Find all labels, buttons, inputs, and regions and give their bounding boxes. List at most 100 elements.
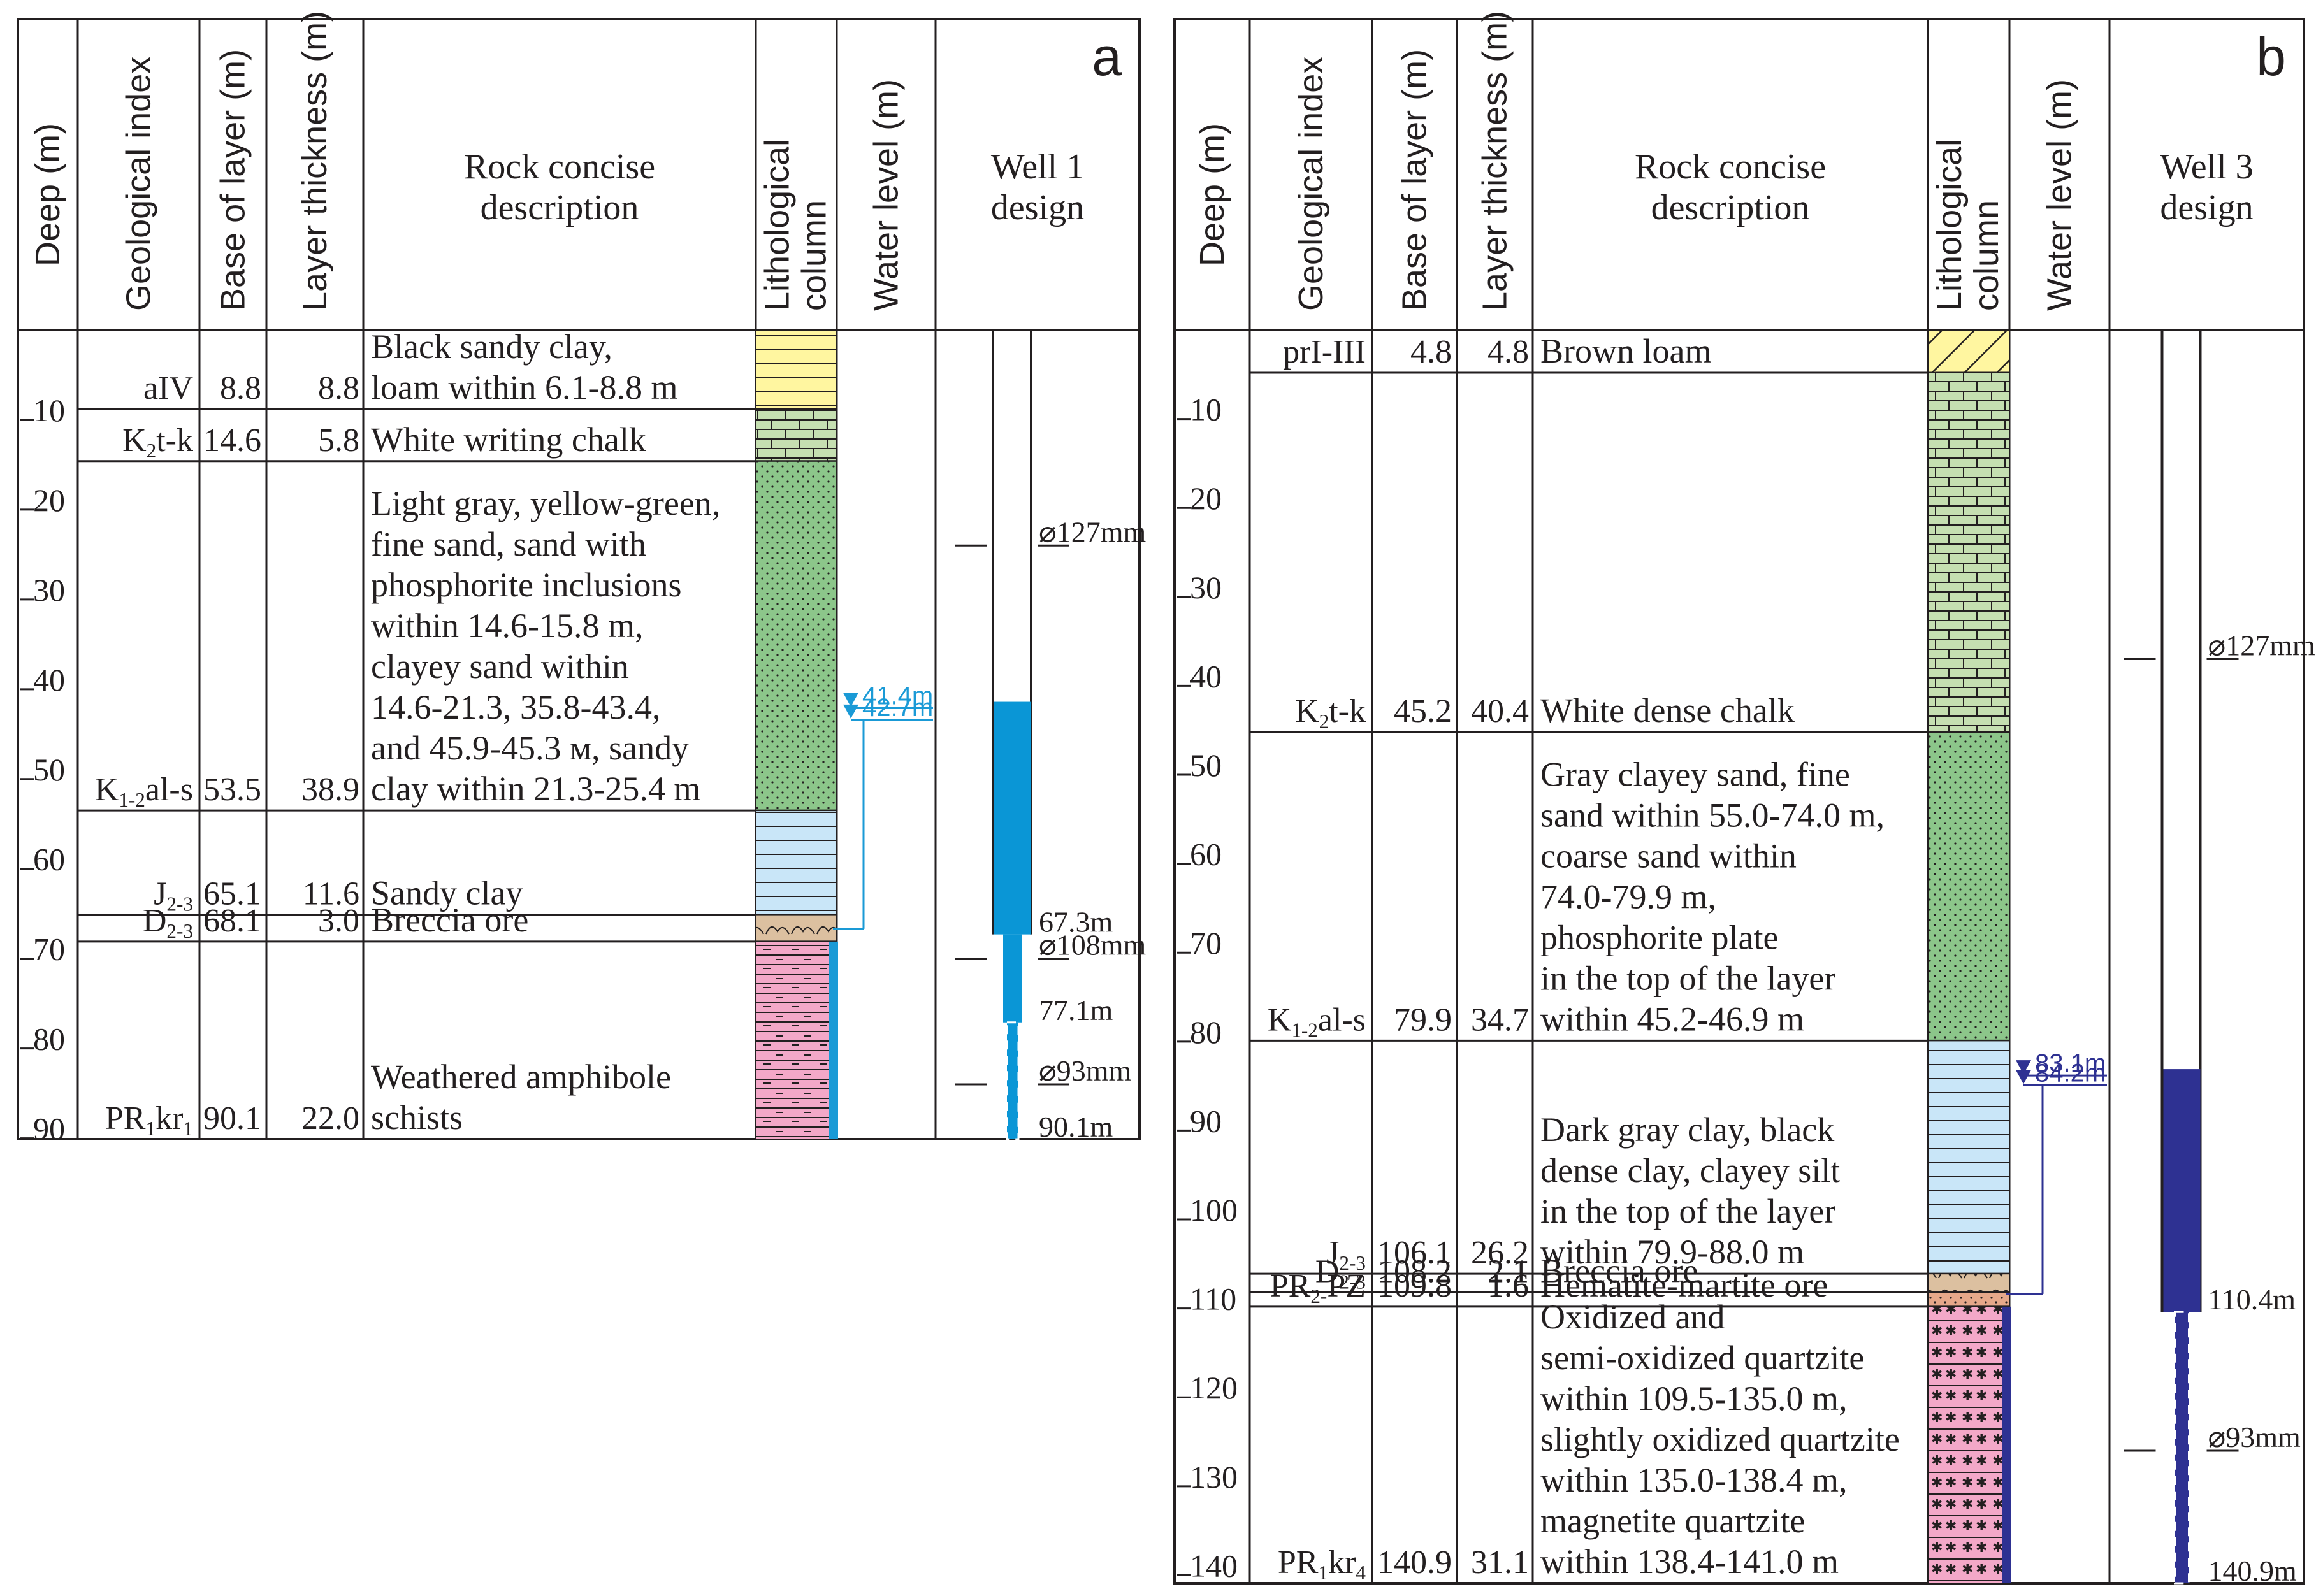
header-base-of-layer: Base of layer (m) (1396, 49, 1434, 311)
layer-base-value: 53.5 (203, 772, 261, 808)
lithology-chalk (755, 408, 837, 462)
water-level-marker (2016, 1070, 2031, 1084)
layer-base-value: 68.1 (203, 903, 261, 939)
header-water-level: Water level (m) (2041, 79, 2079, 311)
header-description: description (481, 188, 639, 227)
layer-description: White dense chalk (1540, 691, 1795, 730)
well-diameter-label: ⌀93mm (1039, 1054, 1131, 1087)
water-level-label: 42.7m (862, 694, 933, 722)
panel-frame (17, 18, 1141, 1140)
panel-letter: a (1092, 27, 1122, 87)
lithology-chalk (1927, 372, 2010, 733)
layer-description: Dark gray clay, black (1540, 1111, 1834, 1149)
geological-index: PR1kr4 (1278, 1544, 1366, 1584)
layer-description: Light gray, yellow-green, (371, 484, 720, 522)
layer-thickness-value: 34.7 (1471, 1002, 1529, 1038)
depth-tick-label: 70 (1190, 925, 1222, 961)
depth-tick-label: 120 (1190, 1370, 1238, 1405)
layer-thickness-value: 4.8 (1487, 334, 1529, 370)
water-level-label: 83.1m (2035, 1049, 2106, 1077)
layer-description: Oxidized and (1540, 1298, 1725, 1336)
geological-index: K1-2al-s (1268, 1002, 1366, 1041)
depth-tick-label: 70 (33, 931, 65, 967)
layer-description: Hematite-martite ore (1540, 1266, 1828, 1304)
lithology-hematite (1927, 1291, 2010, 1307)
header-lithology: column (795, 200, 834, 311)
aquifer-bar (2002, 1306, 2011, 1583)
layer-description: loam within 6.1-8.8 m (371, 368, 677, 406)
header-well-design: design (2160, 188, 2253, 227)
geological-index: K2t-k (122, 422, 193, 462)
layer-description: within 109.5-135.0 m, (1540, 1379, 1848, 1418)
header-lithology: Lithological (758, 139, 797, 311)
layer-description: within 138.4-141.0 m (1540, 1542, 1839, 1581)
well-diameter-label: ⌀127mm (1039, 515, 1146, 548)
water-level-marker (843, 693, 858, 707)
layer-base-value: 65.1 (203, 876, 261, 912)
well-depth-label: 77.1m (1039, 994, 1113, 1026)
layer-description: phosphorite inclusions (371, 566, 681, 604)
lithology-sand (755, 460, 837, 812)
layer-base-value: 90.1 (203, 1100, 261, 1137)
layer-description: in the top of the layer (1540, 959, 1835, 997)
layer-description: Sandy clay (371, 874, 523, 912)
geological-index: PR2-PZ (1270, 1268, 1366, 1307)
layer-description: in the top of the layer (1540, 1192, 1835, 1230)
layer-description: 14.6-21.3, 35.8-43.4, (371, 688, 660, 726)
layer-description: Weathered amphibole (371, 1058, 671, 1096)
layer-thickness-value: 2.1 (1487, 1253, 1529, 1290)
water-level-label: 41.4m (862, 682, 933, 710)
layer-base-value: 79.9 (1394, 1002, 1452, 1038)
well-depth-label: 67.3m (1039, 906, 1113, 938)
layer-description: clay within 21.3-25.4 m (371, 770, 700, 808)
lithology-breccia (1927, 1273, 2010, 1293)
layer-description: slightly oxidized quartzite (1540, 1420, 1900, 1458)
aquifer-bar (829, 941, 838, 1139)
open-hole-93 (2174, 1311, 2190, 1585)
layer-description: schists (371, 1098, 463, 1137)
header-lithology: column (1967, 200, 2006, 311)
panel-frame (1173, 18, 2305, 1585)
layer-base-value: 45.2 (1394, 693, 1452, 730)
layer-base-value: 106.1 (1377, 1235, 1452, 1271)
depth-tick-label: 40 (1190, 658, 1222, 694)
well-diameter-label: ⌀127mm (2208, 629, 2315, 662)
layer-description: phosphorite plate (1540, 918, 1778, 956)
water-level-label: 84.2m (2035, 1059, 2106, 1087)
header-well-design: Well 3 (2160, 147, 2253, 187)
layer-base-value: 14.6 (203, 422, 261, 459)
depth-tick-label: 10 (1190, 392, 1222, 428)
layer-description: White writing chalk (371, 421, 646, 459)
layer-thickness-value: 5.8 (318, 422, 359, 459)
header-geological-index: Geological index (1292, 57, 1330, 311)
layer-description: dense clay, clayey silt (1540, 1151, 1840, 1190)
layer-description: Brown loam (1540, 332, 1711, 370)
layer-description: within 79.9-88.0 m (1540, 1233, 1804, 1271)
depth-tick-label: 20 (33, 482, 65, 518)
header-description: Rock concise (1635, 147, 1826, 187)
depth-tick-label: 30 (33, 572, 65, 608)
layer-base-value: 140.9 (1377, 1544, 1452, 1581)
header-layer-thickness: Layer thickness (m) (296, 11, 334, 311)
layer-description: magnetite quartzite (1540, 1502, 1805, 1540)
well-depth-label: 140.9m (2208, 1555, 2298, 1587)
layer-base-value: 108.2 (1377, 1253, 1452, 1290)
layer-base-value: 4.8 (1410, 334, 1452, 370)
layer-thickness-value: 38.9 (301, 772, 359, 808)
header-base-of-layer: Base of layer (m) (214, 49, 252, 311)
layer-description: Breccia ore (371, 901, 528, 939)
depth-tick-label: 80 (1190, 1014, 1222, 1050)
layer-description: and 45.9-45.3 м, sandy (371, 729, 689, 767)
well-depth-label: 110.4m (2208, 1283, 2296, 1316)
layer-thickness-value: 8.8 (318, 370, 359, 406)
geological-index: PR1kr1 (105, 1100, 193, 1140)
geological-index: K1-2al-s (95, 772, 193, 811)
geological-index: J2-3 (1326, 1235, 1366, 1274)
depth-tick-label: 140 (1190, 1548, 1238, 1583)
layer-description: coarse sand within (1540, 837, 1797, 875)
depth-tick-label: 20 (1190, 480, 1222, 516)
header-description: description (1651, 188, 1810, 227)
